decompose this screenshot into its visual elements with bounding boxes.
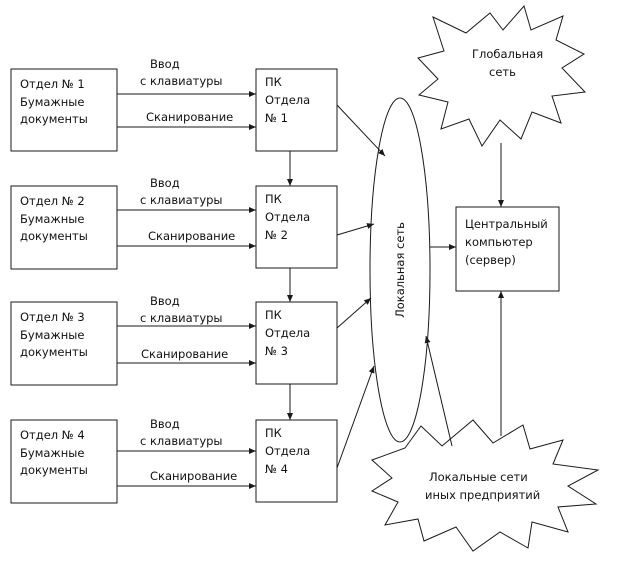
server-box [455,206,560,292]
pc-4-line3: № 4 [265,462,288,476]
pc-3-line1: ПК [265,308,282,322]
department-2-box [10,185,118,270]
pc-4-box [255,419,338,503]
department-1-box [10,68,118,152]
pc-1-box [255,68,338,152]
other-networks-to-local-arrow [424,335,453,447]
department-4-line2: Бумажные [20,446,84,460]
department-1: Отдел № 1 Бумажные документы [10,68,118,152]
department-2-line3: документы [20,229,88,243]
local-network-label: Локальная сеть [393,222,407,318]
other-networks-line2: иных предприятий [425,488,540,502]
pc-3-to-network-arrow [336,297,372,329]
server-line3: (сервер) [465,253,516,267]
keyboard-label-2b: с клавиатуры [140,193,223,207]
server-line2: компьютер [465,235,533,249]
department-4-name: Отдел № 4 [20,428,85,442]
scan-label-1: Сканирование [146,110,233,124]
pc-2-box [255,185,338,269]
department-4: Отдел № 4 Бумажные документы [10,419,118,504]
server: Центральный компьютер (сервер) [455,206,560,292]
scan-label-2: Сканирование [148,229,235,243]
pc-2-to-network-arrow [336,223,375,236]
global-network-burst [417,4,587,147]
pc-3-box [255,301,338,385]
pc-1-line2: Отдела [265,93,310,107]
pc-2-line1: ПК [265,192,282,206]
pc-2-line3: № 2 [265,228,288,242]
other-networks-line1: Локальные сети [429,470,528,484]
department-2: Отдел № 2 Бумажные документы [10,185,118,270]
pc-1-line3: № 1 [265,111,288,125]
department-3-line3: документы [20,345,88,359]
server-line1: Центральный [465,217,548,231]
other-networks-burst [370,419,600,552]
keyboard-label-3b: с клавиатуры [140,311,223,325]
pc-2: ПК Отдела № 2 [255,185,338,269]
department-4-box [10,419,118,504]
pc-4: ПК Отдела № 4 [255,419,338,503]
department-2-line2: Бумажные [20,212,84,226]
department-3-line2: Бумажные [20,328,84,342]
pc-3: ПК Отдела № 3 [255,301,338,385]
global-network-line1: Глобальная [472,47,543,61]
pc-4-to-network-arrow [336,365,375,469]
pc-4-line1: ПК [265,426,282,440]
department-1-line2: Бумажные [20,95,84,109]
department-4-line3: документы [20,463,88,477]
scan-label-3: Сканирование [141,347,228,361]
keyboard-label-1a: Ввод [150,57,180,71]
keyboard-label-4a: Ввод [150,417,180,431]
department-3: Отдел № 3 Бумажные документы [10,301,118,386]
keyboard-label-2a: Ввод [150,176,180,190]
pc-3-line3: № 3 [265,344,288,358]
department-1-line3: документы [20,112,88,126]
pc-1-to-network-arrow [336,104,386,157]
pc-3-line2: Отдела [265,326,310,340]
keyboard-label-1b: с клавиатуры [140,74,223,88]
keyboard-label-3a: Ввод [150,294,180,308]
department-3-name: Отдел № 3 [20,310,85,324]
pc-2-line2: Отдела [265,210,310,224]
keyboard-label-4b: с клавиатуры [140,434,223,448]
department-3-box [10,301,118,386]
pc-4-line2: Отдела [265,444,310,458]
department-2-name: Отдел № 2 [20,194,85,208]
pc-1-line1: ПК [265,75,282,89]
department-1-name: Отдел № 1 [20,77,85,91]
pc-1: ПК Отдела № 1 [255,68,338,152]
local-network-ellipse [369,97,431,443]
global-network-line2: сеть [489,65,516,79]
scan-label-4: Сканирование [150,469,237,483]
